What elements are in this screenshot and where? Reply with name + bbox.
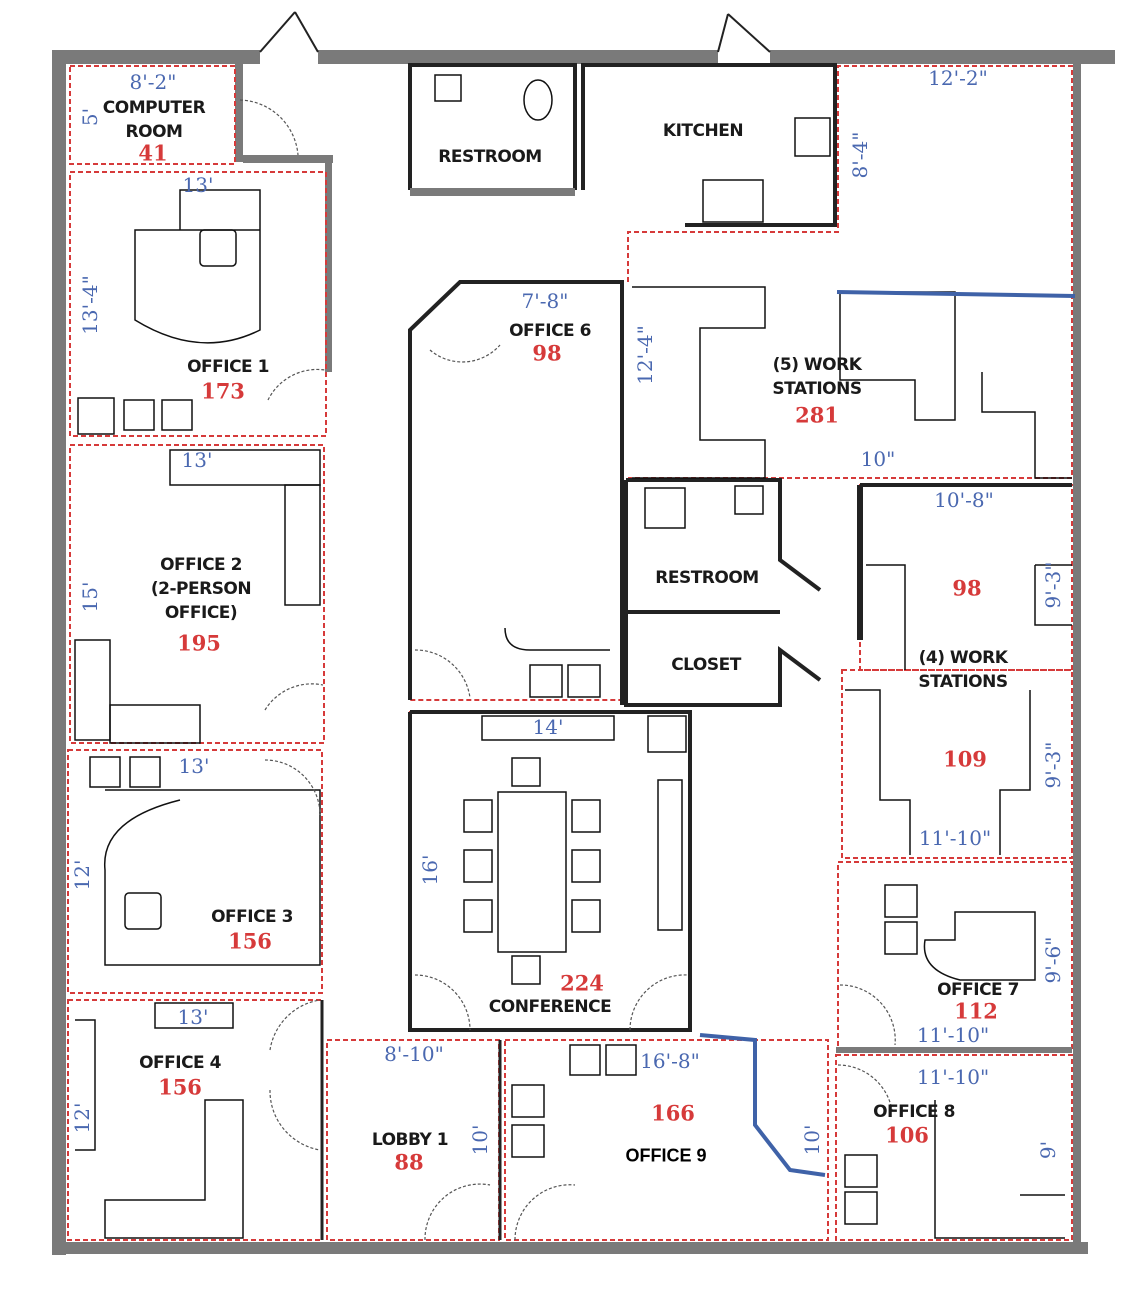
office8-label: OFFICE 8 (873, 1102, 955, 1122)
office3-outline (67, 749, 323, 994)
restroom-mid-label: RESTROOM (655, 568, 759, 588)
office9-outline (504, 1039, 829, 1241)
interior-walls (320, 63, 1072, 1240)
office8-area: 106 (885, 1122, 929, 1148)
workstations4a-height: 9'-3" (1041, 561, 1065, 609)
office7-label: OFFICE 7 (937, 980, 1019, 1000)
workstations4a-width: 10'-8" (934, 488, 994, 512)
office8-outline (835, 1054, 1073, 1241)
office9-height: 10' (800, 1124, 824, 1156)
office7-height: 9'-6" (1041, 936, 1065, 984)
lobby1-area: 88 (394, 1149, 424, 1175)
workstations5-height: 12'-4" (633, 325, 657, 385)
office4-width: 13' (177, 1005, 209, 1029)
conference-width: 14' (532, 715, 564, 739)
office6-width: 7'-8" (521, 289, 569, 313)
office6-label: OFFICE 6 (509, 321, 591, 341)
office1-width: 13' (182, 173, 214, 197)
lobby1-height: 10' (468, 1124, 492, 1156)
lobby1-width: 8'-10" (384, 1042, 444, 1066)
office3-label: OFFICE 3 (211, 907, 293, 927)
workstations4b-area: 109 (943, 746, 987, 772)
kitchen-height: 8'-4" (848, 131, 872, 179)
workstations4b-width: 11'-10" (918, 826, 992, 850)
workstations5-label: (5) WORK STATIONS (772, 355, 862, 399)
conference-chairs (463, 757, 601, 985)
computer-room-label: COMPUTER ROOM (102, 98, 206, 142)
restroom-top-label: RESTROOM (438, 147, 542, 167)
workstations4b-height: 9'-3" (1041, 741, 1065, 789)
doors (239, 99, 896, 1241)
office1-outline (69, 171, 327, 437)
workstations5-width: 12'-2" (928, 66, 988, 90)
office9-width: 16'-8" (640, 1049, 700, 1073)
office8-width: 11'-10" (916, 1065, 990, 1089)
office7-area: 112 (954, 998, 998, 1024)
office7-width: 11'-10" (916, 1023, 990, 1047)
office4-label: OFFICE 4 (139, 1053, 221, 1073)
office4-area: 156 (158, 1074, 202, 1100)
office4-height: 12' (70, 1102, 94, 1134)
office8-height: 9' (1036, 1140, 1060, 1160)
computer-room-outline (69, 65, 236, 165)
markup-lines (699, 290, 1076, 1177)
office6-area: 98 (532, 340, 562, 366)
conference-label: CONFERENCE (488, 997, 612, 1017)
office4-outline (67, 999, 323, 1241)
office3-width: 13' (178, 754, 210, 778)
computer-room-width: 8'-2" (129, 70, 177, 94)
office2-width: 13' (181, 448, 213, 472)
office3-height: 12' (70, 859, 94, 891)
office2-height: 15' (78, 581, 102, 613)
kitchen-label: KITCHEN (662, 121, 744, 141)
exterior-walls (52, 50, 1115, 1255)
workstations5-area: 281 (795, 402, 839, 428)
workstations5-extra-dim: 10" (860, 447, 896, 471)
computer-room-height: 5' (78, 107, 102, 127)
office2-outline (69, 444, 325, 744)
office1-label: OFFICE 1 (187, 357, 269, 377)
workstations4a-area: 98 (952, 575, 982, 601)
office1-area: 173 (201, 378, 245, 404)
office6-outline (409, 281, 623, 701)
workstations4-label: (4) WORK STATIONS (918, 648, 1008, 692)
lobby1-label: LOBBY 1 (371, 1130, 449, 1150)
office3-area: 156 (228, 928, 272, 954)
office2-area: 195 (177, 630, 221, 656)
conference-area: 224 (560, 970, 604, 996)
closet-label: CLOSET (671, 655, 741, 675)
exterior-doors (259, 11, 771, 53)
conference-outline (409, 711, 691, 1031)
computer-room-area: 41 (138, 140, 168, 166)
conference-height: 16' (418, 854, 442, 886)
furniture (74, 74, 1072, 1239)
workstations4b-outline (841, 669, 1073, 859)
office2-label: OFFICE 2 (2-PERSON OFFICE) (150, 555, 252, 623)
office1-height: 13'-4" (78, 275, 102, 335)
office9-label: OFFICE 9 (625, 1145, 707, 1166)
office9-area: 166 (651, 1100, 695, 1126)
